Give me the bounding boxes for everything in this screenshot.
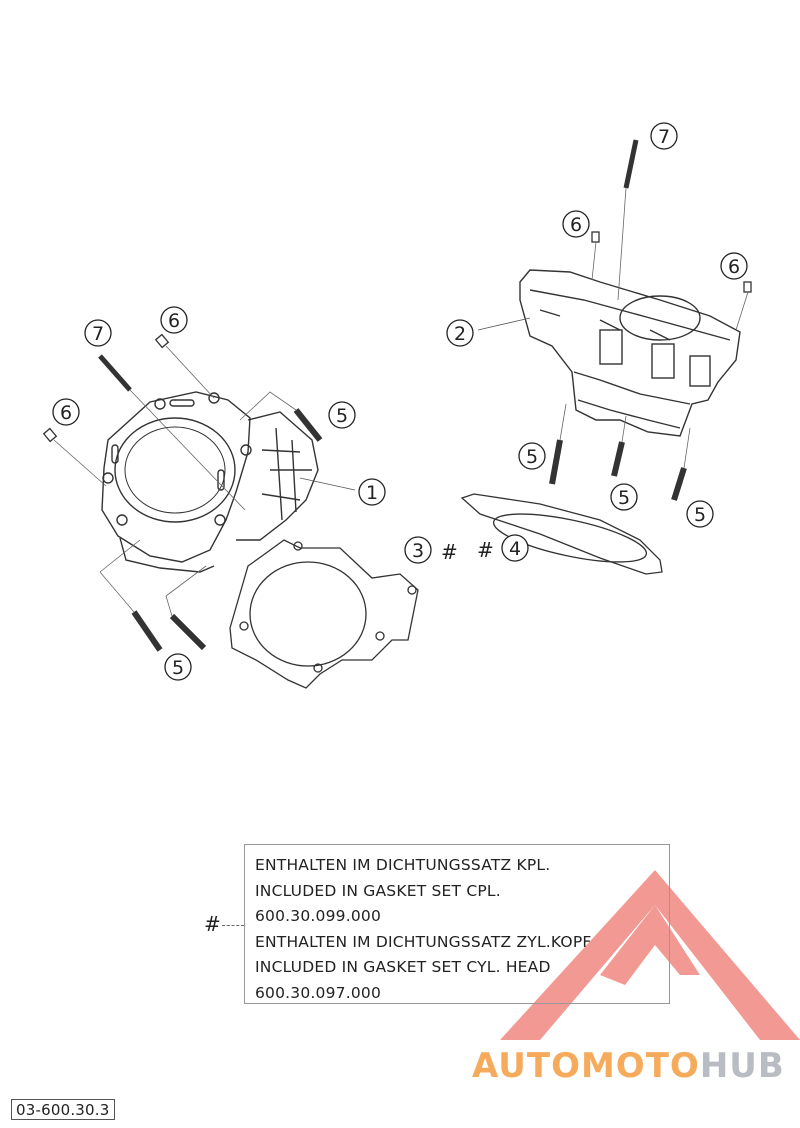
cylinder-left-drawing xyxy=(101,391,319,573)
left-fasteners xyxy=(42,333,356,652)
right-fasteners xyxy=(549,139,752,501)
callout-6-right-b: 6 xyxy=(728,256,740,278)
hash-mark-4: # xyxy=(477,538,494,562)
watermark-text-part2: HUB xyxy=(699,1046,785,1086)
note-leader-line xyxy=(222,925,244,926)
callout-1: 1 xyxy=(366,482,378,504)
callout-5-right-a: 5 xyxy=(526,446,538,468)
note-line-6: 600.30.097.000 xyxy=(255,983,382,1002)
callout-4: 4 xyxy=(509,538,521,560)
callout-6-right-a: 6 xyxy=(570,214,582,236)
callout-7-left: 7 xyxy=(92,323,104,345)
callout-5-lower-left: 5 xyxy=(172,657,184,679)
cylinder-head-drawing xyxy=(477,269,741,437)
callout-6-top-left: 6 xyxy=(168,310,180,332)
head-gasket-drawing xyxy=(460,493,663,575)
callout-5-right-b: 5 xyxy=(618,487,630,509)
note-line-1: ENTHALTEN IM DICHTUNGSSATZ KPL. xyxy=(255,856,551,874)
callout-7-right: 7 xyxy=(658,126,670,148)
note-line-5: INCLUDED IN GASKET SET CYL. HEAD xyxy=(255,958,551,976)
callout-5-right-c: 5 xyxy=(694,504,706,526)
note-line-2: INCLUDED IN GASKET SET CPL. xyxy=(255,881,501,900)
callouts xyxy=(52,122,748,681)
watermark-logo-triangle xyxy=(500,870,800,1040)
callout-5-upper-left: 5 xyxy=(336,405,348,427)
drawing-number: 03-600.30.3 xyxy=(11,1099,115,1120)
callout-2: 2 xyxy=(454,323,466,345)
note-line-3: 600.30.099.000 xyxy=(255,907,382,925)
gasket-set-note: ENTHALTEN IM DICHTUNGSSATZ KPL. INCLUDED… xyxy=(244,844,670,1004)
note-line-4: ENTHALTEN IM DICHTUNGSSATZ ZYL.KOPF xyxy=(255,932,592,951)
note-hash-mark: # xyxy=(204,912,221,936)
watermark-text-part1: AUTOMOTO xyxy=(472,1046,700,1086)
watermark-text: AUTOMOTOHUB xyxy=(472,1046,785,1086)
callout-3: 3 xyxy=(412,540,424,562)
callout-6-left: 6 xyxy=(60,402,72,424)
hash-mark-3: # xyxy=(441,540,458,564)
gasket-base-drawing xyxy=(229,539,419,689)
